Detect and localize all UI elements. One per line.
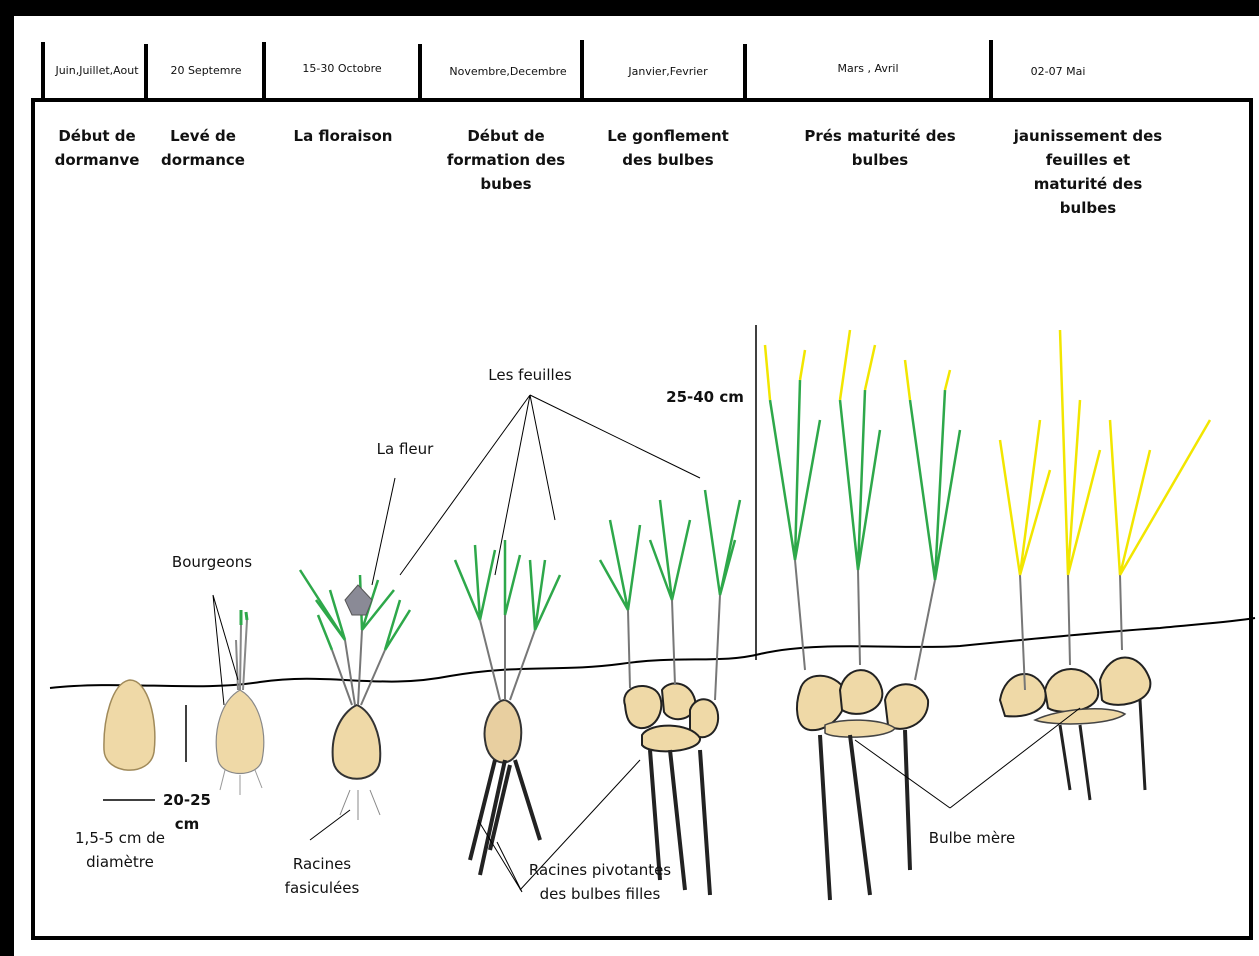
stage-3-title: La floraison	[278, 124, 408, 148]
stage-7-title: jaunissement des feuilles et maturité de…	[1013, 124, 1163, 220]
stage-4-title: Début de formation des bubes	[446, 124, 566, 196]
feuilles-label: Les feuilles	[470, 363, 590, 387]
stage-6-title: Prés maturité des bulbes	[800, 124, 960, 172]
period-7: 02-07 Mai	[1031, 65, 1086, 78]
racines-fasiculees-label: Racines fasiculées	[267, 852, 377, 900]
period-6: Mars , Avril	[838, 62, 899, 75]
stage-1-title: Début de dormanve	[42, 124, 152, 172]
stage-5-title: Le gonflement des bulbes	[598, 124, 738, 172]
height-label: 25-40 cm	[650, 385, 760, 409]
period-5: Janvier,Fevrier	[628, 65, 707, 78]
period-4: Novembre,Decembre	[449, 65, 566, 78]
period-2: 20 Septemre	[170, 64, 241, 77]
diameter-label: 1,5-5 cm de diamètre	[65, 826, 175, 874]
period-1: Juin,Juillet,Aout	[55, 64, 138, 77]
racines-pivotantes-label: Racines pivotantes des bulbes filles	[525, 858, 675, 906]
bulbe-mere-label: Bulbe mère	[907, 826, 1037, 850]
stage-2-title: Levé de dormance	[153, 124, 253, 172]
period-3: 15-30 Octobre	[302, 62, 381, 75]
fleur-label: La fleur	[355, 437, 455, 461]
bourgeons-label: Bourgeons	[152, 550, 272, 574]
